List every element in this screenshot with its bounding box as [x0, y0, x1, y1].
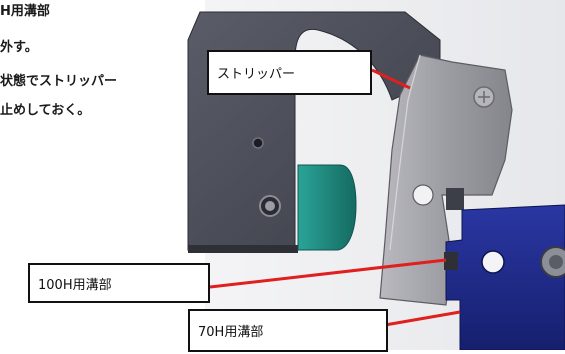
- instruction-line-3: 状態でストリッパー: [0, 74, 118, 89]
- callout-stripper: ストリッパー: [207, 50, 372, 95]
- callout-groove-100h: 100H用溝部: [28, 263, 210, 303]
- blue-block: [445, 204, 565, 351]
- stripper-hole: [412, 184, 434, 206]
- stripper-notch: [446, 188, 464, 210]
- groove-100h-slot: [444, 252, 458, 270]
- frame-bottom-edge: [188, 245, 298, 253]
- leader-100h: [209, 258, 447, 289]
- stripper-screw-slot: [478, 91, 490, 103]
- frame-bolt: [259, 195, 281, 217]
- stripper-plate: [379, 54, 513, 306]
- instruction-line-1: H用溝部: [0, 4, 50, 19]
- frame-hole: [252, 137, 264, 149]
- block-hole: [481, 250, 505, 274]
- stripper-edge-highlight: [389, 54, 421, 251]
- instruction-line-4: 止めしておく。: [0, 103, 91, 118]
- block-bolt: [540, 246, 565, 278]
- leader-70h: [384, 310, 461, 327]
- callout-groove-70h: 70H用溝部: [188, 309, 388, 352]
- leader-stripper: [371, 68, 411, 90]
- teal-roller: [297, 164, 357, 251]
- instruction-line-2: 外す。: [0, 40, 38, 55]
